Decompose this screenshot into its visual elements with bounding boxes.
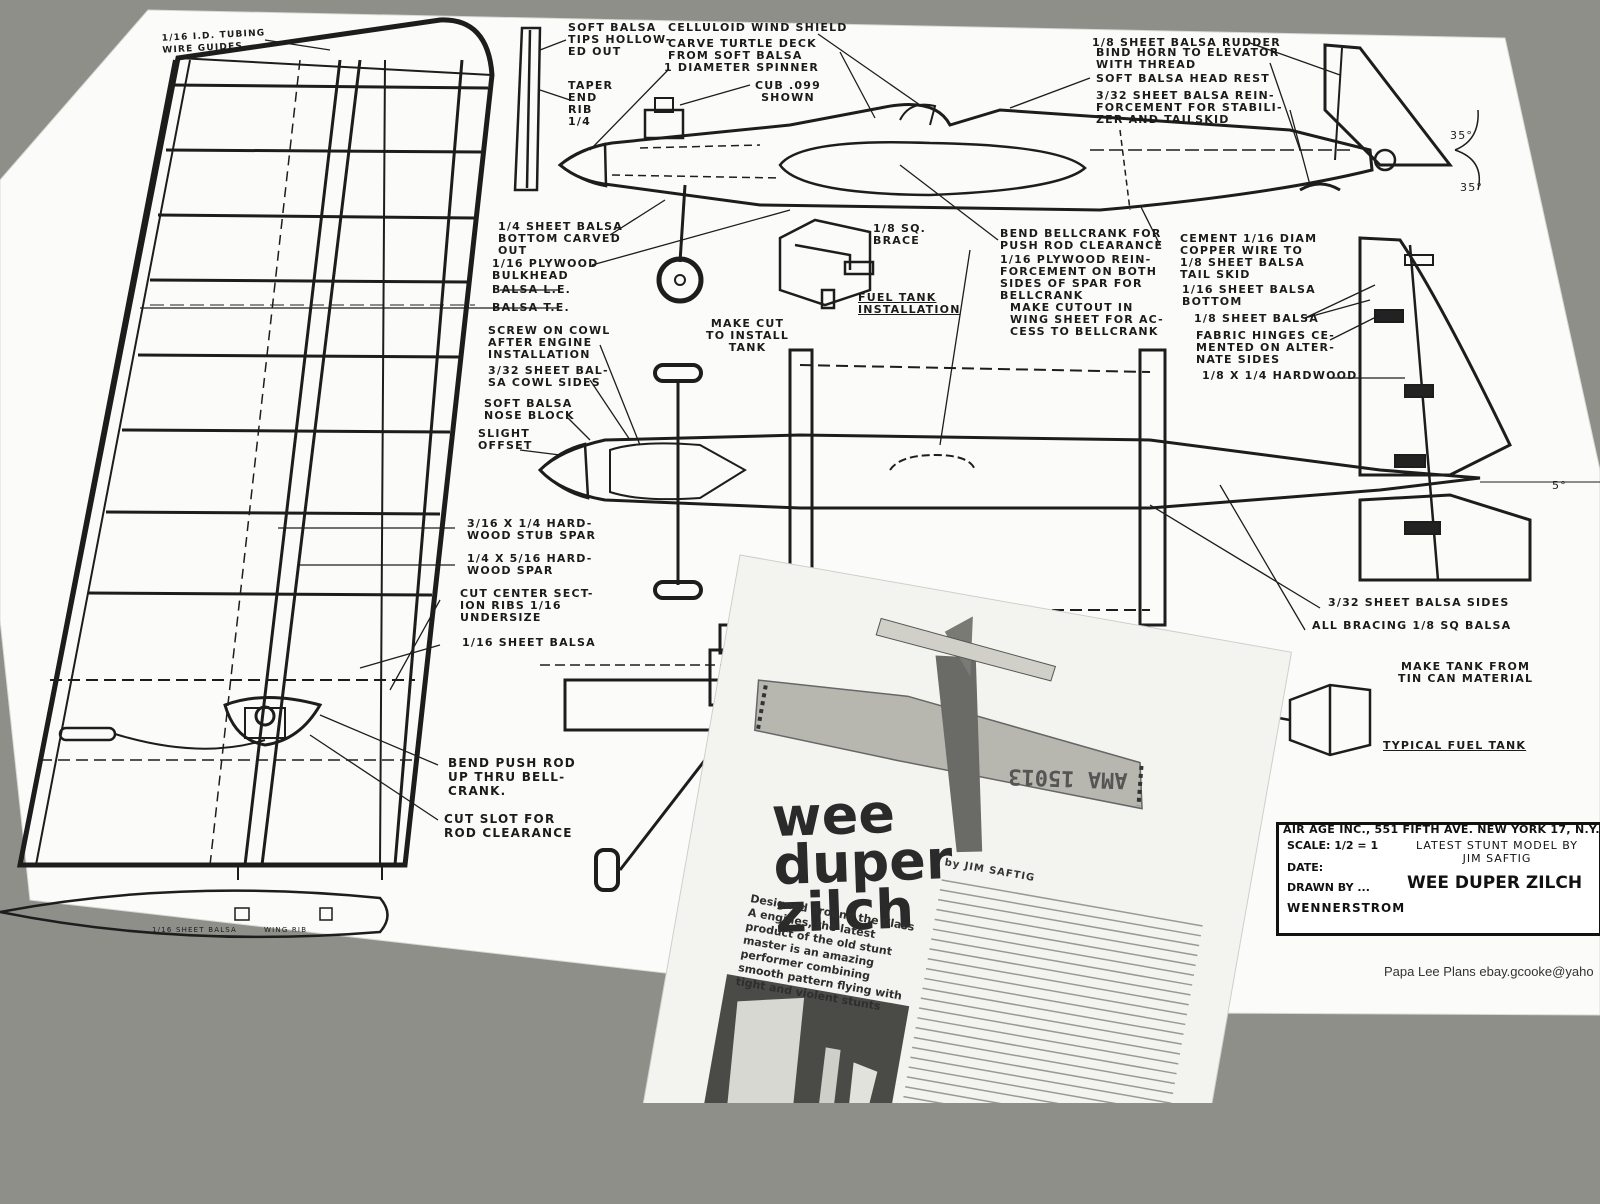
plan-label: SOFT BALSA HEAD REST [1096,72,1270,85]
photo-scene [0,9,1600,1103]
plan-label: BALSA T.E. [492,301,570,314]
plan-label: BEND BELLCRANK FOR PUSH ROD CLEARANCE [1000,227,1164,252]
callout-leader-lines [140,33,1405,821]
plan-label: BIND HORN TO ELEVATOR WITH THREAD [1096,46,1280,71]
magazine-plane-photo [753,616,1144,853]
plan-label: 1/16 PLYWOOD BULKHEAD [492,257,599,282]
magazine-article: AMA 15013 wee duper zilch by JIM SAFTIG … [643,555,1292,1204]
plan-label: SOFT BALSA NOSE BLOCK [484,397,575,422]
end-rib-drawing [513,26,542,192]
title-block-model-name: WEE DUPER ZILCH [1407,873,1583,893]
plan-label: MAKE TANK FROM TIN CAN MATERIAL [1398,660,1534,685]
plan-label: TYPICAL FUEL TANK [1383,739,1527,752]
plan-label: MAKE CUT TO INSTALL TANK [706,317,790,354]
plan-label: WING RIB [264,926,308,934]
plan-label: 1/8 SHEET BALSA RUDDER [1092,36,1281,49]
plan-label: 1/8 SQ. BRACE [873,222,927,247]
plan-label: 1/16 SHEET BALSA [462,636,596,649]
plan-label: 3/32 SHEET BAL- SA COWL SIDES [488,364,609,389]
plan-label: 35° [1450,129,1474,142]
title-block-scale: SCALE: 1/2 = 1 [1287,839,1379,852]
plan-label: CELLULOID WIND SHIELD [668,21,848,34]
plan-label: SLIGHT OFFSET [478,427,533,452]
plan-label: 1/16 PLYWOOD REIN- FORCEMENT ON BOTH SID… [1000,253,1158,302]
plan-label: BEND PUSH ROD UP THRU BELL- CRANK. [448,756,576,798]
plan-label: 35° [1460,181,1484,194]
seller-watermark: Papa Lee Plans ebay.gcooke@yaho [1384,964,1594,979]
plan-label: 1/8 X 1/4 HARDWOOD [1202,369,1358,382]
title-block-description: LATEST STUNT MODEL BY JIM SAFTIG [1416,839,1578,865]
plan-label: CUT SLOT FOR ROD CLEARANCE [444,812,573,840]
plan-label: 1/4 X 5/16 HARD- WOOD SPAR [467,552,593,577]
plan-label: FABRIC HINGES CE- MENTED ON ALTER- NATE … [1196,329,1335,366]
top-view-fuselage [537,236,1600,627]
plan-label: 1/8 SHEET BALSA [1194,312,1319,325]
plan-label: CARVE TURTLE DECK FROM SOFT BALSA [668,37,817,62]
plan-label: CUT CENTER SECT- ION RIBS 1/16 UNDERSIZE [460,587,594,624]
plan-label: CUB .099 SHOWN [755,79,821,104]
plan-label: SOFT BALSA TIPS HOLLOW- ED OUT [568,21,672,58]
plan-label: BALSA L.E. [492,283,572,296]
plan-label: 1/4 SHEET BALSA BOTTOM CARVED OUT [498,220,623,257]
plan-label: MAKE CUTOUT IN WING SHEET FOR AC- CESS T… [1010,301,1164,338]
magazine-article-text [903,879,1203,1103]
plan-label: ALL BRACING 1/8 SQ BALSA [1312,619,1512,632]
wing-plan-drawing [0,17,495,939]
plan-label: 1 DIAMETER SPINNER [664,61,820,74]
fuel-tank-installation-drawing [778,218,875,310]
plan-label: 3/16 X 1/4 HARD- WOOD STUB SPAR [467,517,597,542]
plan-label: 1/16 SHEET BALSA [152,926,238,934]
plan-label: 3/32 SHEET BALSA REIN- FORCEMENT FOR STA… [1096,89,1283,126]
title-block-publisher: AIR AGE INC., 551 FIFTH AVE. NEW YORK 17… [1283,823,1600,836]
plan-label: 1/16 SHEET BALSA BOTTOM [1182,283,1316,308]
magazine-registration-number: AMA 15013 [1007,763,1128,793]
plan-title-block: AIR AGE INC., 551 FIFTH AVE. NEW YORK 17… [1276,822,1600,936]
plan-label: SCREW ON COWL AFTER ENGINE INSTALLATION [488,324,611,361]
plan-label: 5° [1552,479,1567,492]
plan-label: FUEL TANK INSTALLATION [858,291,961,316]
side-view-fuselage [557,43,1480,304]
magazine-byline: by JIM SAFTIG [943,857,1036,885]
plan-label: CEMENT 1/16 DIAM COPPER WIRE TO 1/8 SHEE… [1180,232,1318,281]
plan-label: 3/32 SHEET BALSA SIDES [1328,596,1510,609]
plan-label: TAPER END RIB 1/4 [568,79,614,128]
title-block-date: DATE: [1287,861,1324,874]
title-block-drawn-by: DRAWN BY ... [1287,881,1370,894]
title-block-drafter: WENNERSTROM [1287,901,1406,915]
